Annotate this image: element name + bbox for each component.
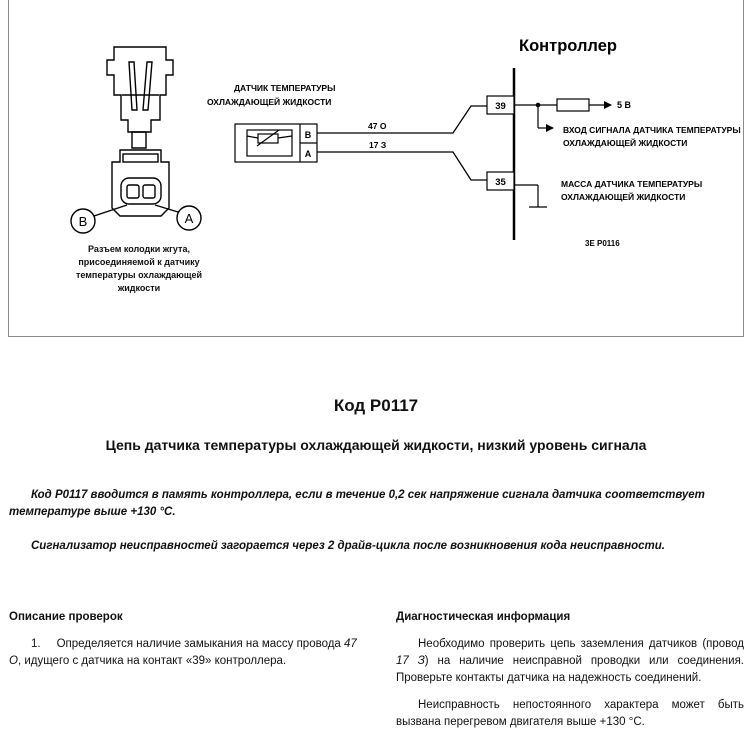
junction-dot [535, 102, 541, 108]
connector-a-label: A [185, 211, 194, 226]
intro-paragraph-1: Код P0117 вводится в память контроллера,… [9, 489, 705, 518]
diagnostic-paragraph-2: Неисправность непостоянного характера мо… [396, 699, 744, 728]
connector-b-label: B [79, 214, 88, 229]
wire-17-label: 17 З [369, 140, 386, 150]
wires [317, 105, 487, 181]
check-item-text-2: , идущего с датчика на контакт «39» конт… [17, 655, 287, 667]
left-column-title: Описание проверок [9, 611, 123, 623]
connector-caption-line1: Разъем колодки жгута, [88, 244, 190, 254]
ground-label-line2: ОХЛАЖДАЮЩЕЙ ЖИДКОСТИ [561, 191, 685, 202]
diagnostic-paragraph-1: Необходимо проверить цепь заземления дат… [396, 636, 744, 687]
pullup-circuit [514, 98, 611, 129]
sensor-symbol [234, 123, 318, 163]
pin-35-box [486, 171, 515, 191]
connector-caption-line4: жидкости [117, 283, 161, 293]
sensor-label-line2: ОХЛАЖДАЮЩЕЙ ЖИДКОСТИ [207, 96, 331, 107]
diagnostic-text-1b: ) на наличие неисправной проводки или со… [396, 655, 744, 684]
voltage-label: 5 В [617, 100, 632, 110]
check-item-number: 1. [31, 638, 41, 650]
subtitle: Цепь датчика температуры охлаждающей жид… [105, 437, 647, 453]
signal-input-line1: ВХОД СИГНАЛА ДАТЧИКА ТЕМПЕРАТУРЫ [563, 125, 741, 135]
ground-circuit [514, 184, 547, 208]
controller-label: Контроллер [519, 37, 617, 55]
connector-caption-line3: температуры охлаждающей [75, 270, 203, 280]
intro-paragraph-2: Сигнализатор неисправностей загорается ч… [31, 540, 665, 552]
check-item-wire: 47 О [9, 638, 357, 667]
connector-caption: Разъем колодки жгута, присоединяемой к д… [49, 243, 229, 295]
figure-code: 3E P0116 [585, 239, 620, 248]
code-title: Код P0117 [333, 396, 419, 415]
diagnostic-text-1a: Необходимо проверить цепь заземления дат… [418, 638, 744, 650]
sensor-label-line1: ДАТЧИК ТЕМПЕРАТУРЫ [234, 83, 335, 93]
signal-input-line2: ОХЛАЖДАЮЩЕЙ ЖИДКОСТИ [563, 137, 687, 148]
wiring-diagram: B A ДАТЧИК ТЕМПЕРАТУРЫ ОХЛАЖДАЮЩЕЙ ЖИДКО… [8, 0, 744, 337]
pin-39-label: 39 [495, 101, 506, 112]
wire-47-label: 47 О [368, 121, 387, 131]
connector-drawing [70, 46, 202, 234]
diagnostic-wire: 17 З [396, 655, 425, 667]
check-item-1: 1. Определяется наличие замыкания на мас… [9, 636, 359, 670]
connector-caption-line2: присоединяемой к датчику [78, 257, 200, 267]
signal-arrow [546, 124, 554, 132]
right-column-title: Диагностическая информация [396, 611, 571, 623]
pin-35-label: 35 [495, 177, 506, 188]
sensor-pin-a: A [305, 149, 312, 159]
ground-label-line1: МАССА ДАТЧИКА ТЕМПЕРАТУРЫ [561, 179, 702, 189]
voltage-arrow [604, 101, 612, 109]
sensor-pin-b: B [305, 130, 312, 140]
wiring-diagram-svg: B A ДАТЧИК ТЕМПЕРАТУРЫ ОХЛАЖДАЮЩЕЙ ЖИДКО… [70, 37, 741, 248]
check-item-text-1: Определяется наличие замыкания на массу … [56, 638, 345, 650]
